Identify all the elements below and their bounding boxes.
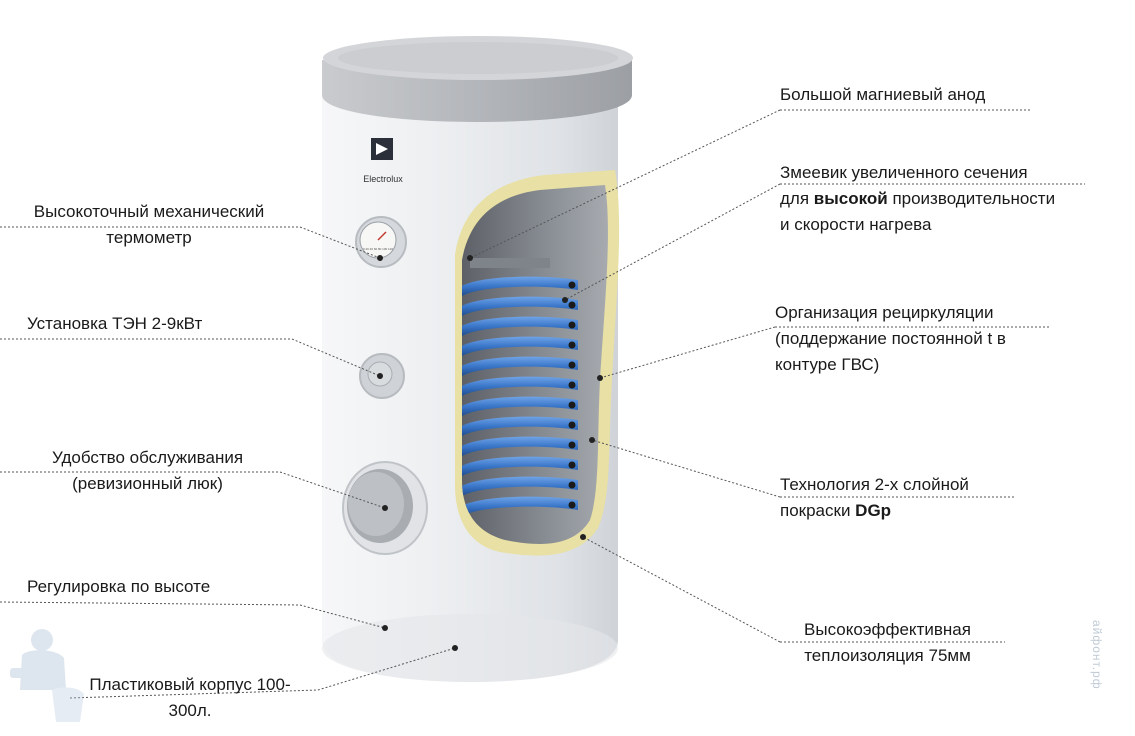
coil-turn	[462, 496, 578, 516]
label-case: Пластиковый корпус 100- 300л.	[89, 675, 291, 720]
label-height: Регулировка по высоте	[27, 577, 211, 596]
svg-text:0 20 40 60 80 100 120: 0 20 40 60 80 100 120	[363, 247, 393, 251]
brand-name: Electrolux	[363, 174, 403, 184]
label-recirculation: Организация рециркуляции (поддержание по…	[775, 303, 1006, 374]
coil-pipe-end	[568, 361, 576, 369]
coil-turn	[462, 456, 578, 476]
watermark: айфонт.рф	[1090, 620, 1104, 690]
coil-pipe-end	[568, 501, 576, 509]
label-thermometer: Высокоточный механический термометр	[33, 202, 265, 247]
coil-turn	[462, 376, 578, 396]
coil-turn	[462, 396, 578, 416]
plumber-mascot-icon	[10, 629, 84, 722]
coil-pipe-end	[568, 321, 576, 329]
coil-pipe-end	[568, 301, 576, 309]
coil-turn	[462, 476, 578, 496]
boiler-base-shadow	[322, 614, 618, 682]
coil-pipe-end	[568, 341, 576, 349]
electrolux-logo-icon	[371, 138, 393, 160]
leader-lines	[0, 109, 1085, 699]
label-coil: Змеевик увеличенного сечения для высокой…	[780, 163, 1056, 234]
leader-dots	[377, 255, 603, 651]
thermometer: 0 20 40 60 80 100 120	[355, 216, 407, 268]
coil-turn	[462, 356, 578, 376]
label-heater: Установка ТЭН 2-9кВт	[27, 314, 203, 333]
label-paint: Технология 2-х слойной покраски DGp	[780, 475, 969, 520]
label-anode: Большой магниевый анод	[780, 85, 986, 104]
coil-pipe-end	[568, 281, 576, 289]
heat-exchanger-coil	[462, 258, 578, 516]
coil-pipe-end	[568, 421, 576, 429]
coil-pipe-end	[568, 461, 576, 469]
coil-turn	[462, 336, 578, 356]
cutaway-section	[455, 170, 620, 556]
coil-pipe-end	[568, 381, 576, 389]
label-insulation: Высокоэффективная теплоизоляция 75мм	[804, 620, 971, 665]
coil-turn	[462, 316, 578, 336]
coil-pipe-end	[568, 441, 576, 449]
label-service: Удобство обслуживания (ревизионный люк)	[51, 448, 244, 493]
coil-pipe-end	[568, 401, 576, 409]
coil-turn	[462, 416, 578, 436]
coil-turn	[462, 296, 578, 316]
coil-turn	[462, 276, 578, 296]
coil-turn	[462, 436, 578, 456]
coil-pipe-end	[568, 481, 576, 489]
